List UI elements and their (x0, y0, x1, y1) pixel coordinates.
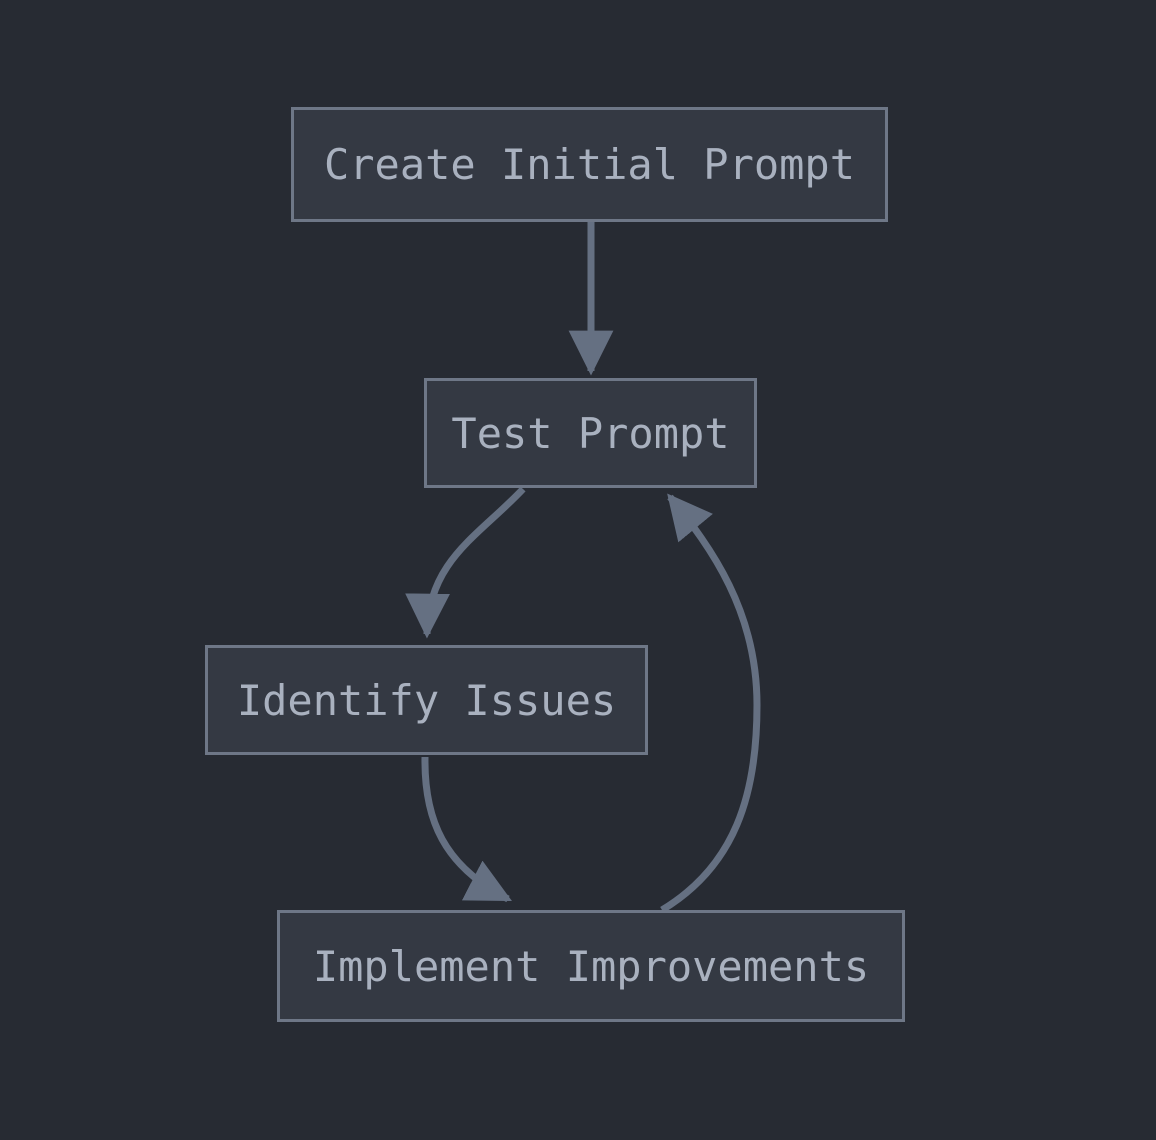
node-label: Create Initial Prompt (323, 140, 855, 189)
edge-test-to-identify (405, 486, 526, 639)
node-test-prompt: Test Prompt (424, 378, 757, 488)
edge-implement-to-test (660, 493, 761, 913)
node-label: Test Prompt (451, 408, 730, 458)
node-label: Identify Issues (236, 675, 617, 725)
node-create-initial-prompt: Create Initial Prompt (291, 107, 888, 222)
node-implement-improvements: Implement Improvements (277, 910, 905, 1022)
edge-identify-to-implement (421, 756, 512, 903)
node-label: Implement Improvements (312, 941, 870, 991)
node-identify-issues: Identify Issues (205, 645, 648, 755)
